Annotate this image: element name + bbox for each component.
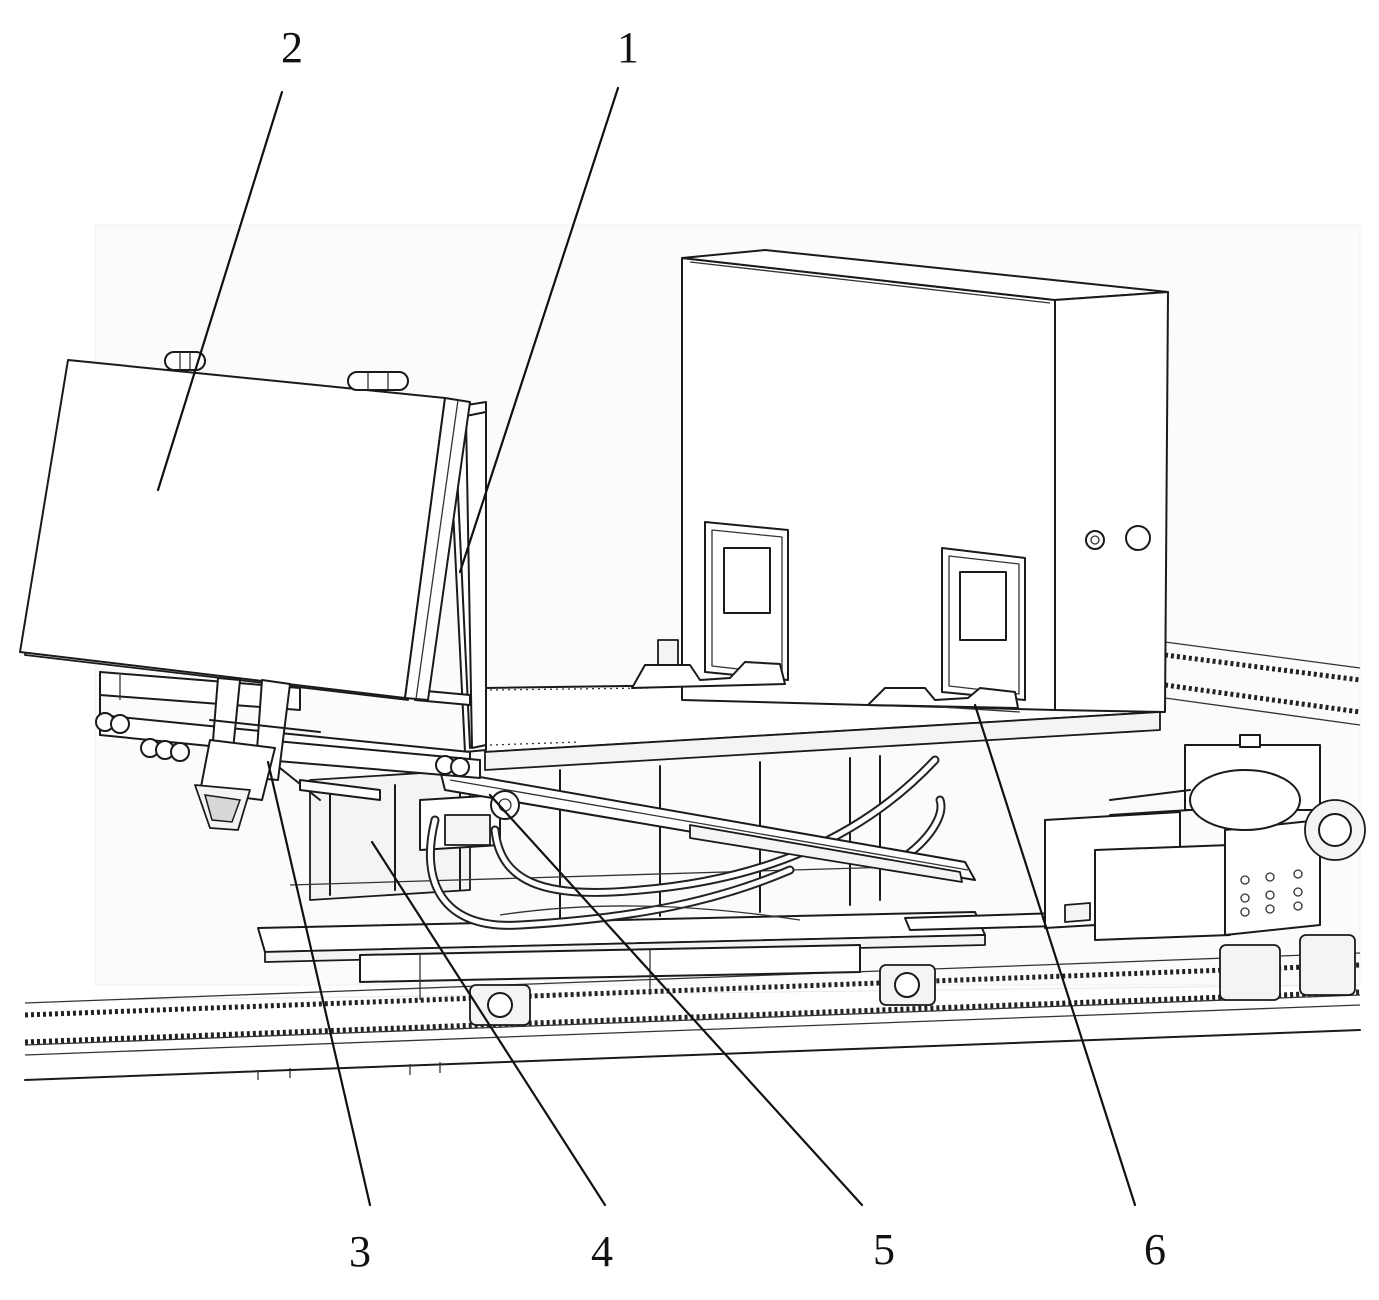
cabinet-door-left	[704, 521, 789, 681]
leader-line-6	[973, 703, 1137, 1207]
rollers	[95, 712, 470, 777]
callout-label-6: 6	[1144, 1225, 1166, 1274]
callout-label-1: 1	[617, 23, 639, 72]
panel-hinge	[164, 351, 206, 371]
table-clamps	[631, 661, 1021, 713]
cabinet-door-right	[941, 547, 1026, 701]
switch-icon	[1240, 869, 1303, 917]
leader-line-4	[370, 840, 607, 1207]
carriage-wheel	[1219, 934, 1356, 1001]
carriage-wheel	[879, 964, 936, 1006]
callout-leaders	[156, 86, 1137, 1207]
motor-unit	[1044, 734, 1366, 941]
leader-line-2	[156, 90, 284, 492]
leader-line-5	[488, 793, 864, 1207]
cabinet-box	[657, 249, 1169, 713]
callout-label-2: 2	[281, 23, 303, 72]
callout-label-5: 5	[873, 1225, 895, 1274]
panel-rail	[95, 671, 481, 801]
knob-icon	[1085, 530, 1105, 550]
leader-line-1	[458, 86, 620, 574]
clamp-mechanism	[194, 677, 321, 831]
callout-label-3: 3	[349, 1227, 371, 1276]
knob-icon	[1125, 525, 1151, 551]
tilting-panel	[19, 351, 471, 701]
leader-line-3	[266, 760, 372, 1207]
callout-label-4: 4	[591, 1227, 613, 1276]
panel-hinge	[347, 371, 409, 391]
hydraulic-hoses	[425, 755, 946, 930]
diagonal-arm	[439, 769, 976, 883]
carriage-wheel	[469, 984, 531, 1026]
